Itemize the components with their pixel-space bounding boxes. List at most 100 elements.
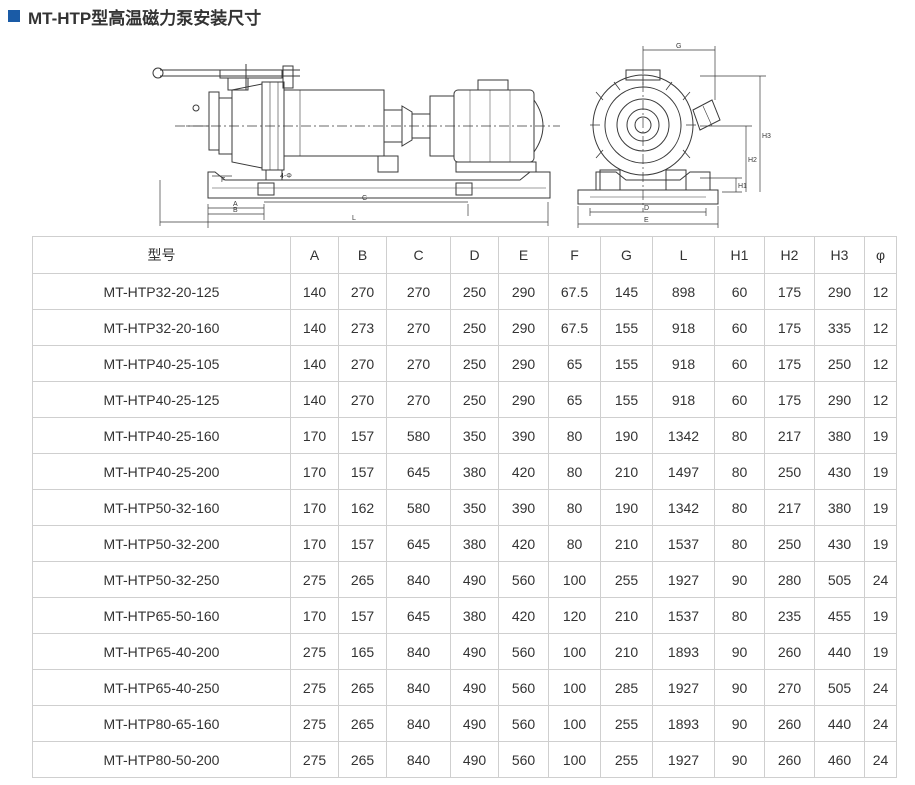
value-cell: 90	[714, 669, 765, 706]
column-header: F	[548, 236, 601, 274]
value-cell: 270	[386, 273, 451, 310]
side-view: F 4-Φ A B C L	[152, 64, 560, 228]
value-cell: 490	[450, 561, 499, 598]
value-cell: 80	[714, 597, 765, 634]
value-cell: 265	[338, 669, 387, 706]
model-cell: MT-HTP50-32-250	[32, 561, 291, 598]
value-cell: 157	[338, 417, 387, 454]
value-cell: 210	[600, 453, 653, 490]
value-cell: 80	[714, 453, 765, 490]
value-cell: 275	[290, 669, 339, 706]
value-cell: 260	[764, 633, 815, 670]
value-cell: 275	[290, 633, 339, 670]
value-cell: 290	[498, 309, 549, 346]
column-header: B	[338, 236, 387, 274]
value-cell: 490	[450, 705, 499, 742]
value-cell: 898	[652, 273, 715, 310]
value-cell: 19	[864, 597, 897, 634]
value-cell: 1537	[652, 525, 715, 562]
value-cell: 255	[600, 705, 653, 742]
value-cell: 210	[600, 633, 653, 670]
value-cell: 335	[814, 309, 865, 346]
value-cell: 90	[714, 633, 765, 670]
value-cell: 273	[338, 309, 387, 346]
value-cell: 140	[290, 345, 339, 382]
value-cell: 12	[864, 381, 897, 418]
value-cell: 1893	[652, 633, 715, 670]
value-cell: 380	[450, 525, 499, 562]
value-cell: 645	[386, 525, 451, 562]
value-cell: 170	[290, 597, 339, 634]
dim-label-H1: H1	[738, 183, 747, 190]
model-cell: MT-HTP40-25-160	[32, 417, 291, 454]
value-cell: 350	[450, 489, 499, 526]
value-cell: 840	[386, 741, 451, 778]
value-cell: 270	[338, 273, 387, 310]
value-cell: 155	[600, 309, 653, 346]
page-header: MT-HTP型高温磁力泵安装尺寸	[8, 4, 261, 28]
model-cell: MT-HTP32-20-125	[32, 273, 291, 310]
model-cell: MT-HTP32-20-160	[32, 309, 291, 346]
page-title: MT-HTP型高温磁力泵安装尺寸	[28, 8, 262, 28]
value-cell: 255	[600, 561, 653, 598]
column-header: H1	[714, 236, 765, 274]
dim-label-H2: H2	[748, 157, 757, 164]
column-header: H2	[764, 236, 815, 274]
value-cell: 645	[386, 597, 451, 634]
value-cell: 19	[864, 417, 897, 454]
value-cell: 265	[338, 561, 387, 598]
model-cell: MT-HTP50-32-160	[32, 489, 291, 526]
value-cell: 90	[714, 741, 765, 778]
value-cell: 560	[498, 741, 549, 778]
value-cell: 24	[864, 741, 897, 778]
value-cell: 24	[864, 669, 897, 706]
value-cell: 250	[764, 453, 815, 490]
value-cell: 157	[338, 453, 387, 490]
value-cell: 918	[652, 345, 715, 382]
value-cell: 165	[338, 633, 387, 670]
value-cell: 420	[498, 525, 549, 562]
dim-label-E: E	[644, 217, 649, 224]
value-cell: 250	[450, 273, 499, 310]
value-cell: 90	[714, 705, 765, 742]
model-cell: MT-HTP40-25-125	[32, 381, 291, 418]
column-header: 型号	[32, 236, 291, 274]
value-cell: 1927	[652, 669, 715, 706]
value-cell: 1342	[652, 489, 715, 526]
value-cell: 100	[548, 669, 601, 706]
value-cell: 1342	[652, 417, 715, 454]
value-cell: 60	[714, 309, 765, 346]
value-cell: 560	[498, 705, 549, 742]
model-cell: MT-HTP50-32-200	[32, 525, 291, 562]
value-cell: 217	[764, 489, 815, 526]
value-cell: 505	[814, 561, 865, 598]
value-cell: 580	[386, 489, 451, 526]
value-cell: 1893	[652, 705, 715, 742]
column-header: G	[600, 236, 653, 274]
value-cell: 290	[498, 273, 549, 310]
value-cell: 80	[714, 489, 765, 526]
value-cell: 645	[386, 453, 451, 490]
column-header: φ	[864, 236, 897, 274]
value-cell: 170	[290, 489, 339, 526]
dim-label-H3: H3	[762, 133, 771, 140]
value-cell: 270	[338, 381, 387, 418]
value-cell: 380	[814, 417, 865, 454]
value-cell: 217	[764, 417, 815, 454]
dim-label-D: D	[644, 205, 649, 212]
value-cell: 380	[450, 453, 499, 490]
value-cell: 840	[386, 705, 451, 742]
value-cell: 560	[498, 561, 549, 598]
model-cell: MT-HTP80-65-160	[32, 705, 291, 742]
value-cell: 140	[290, 309, 339, 346]
value-cell: 65	[548, 345, 601, 382]
value-cell: 100	[548, 705, 601, 742]
value-cell: 80	[548, 525, 601, 562]
value-cell: 80	[548, 489, 601, 526]
